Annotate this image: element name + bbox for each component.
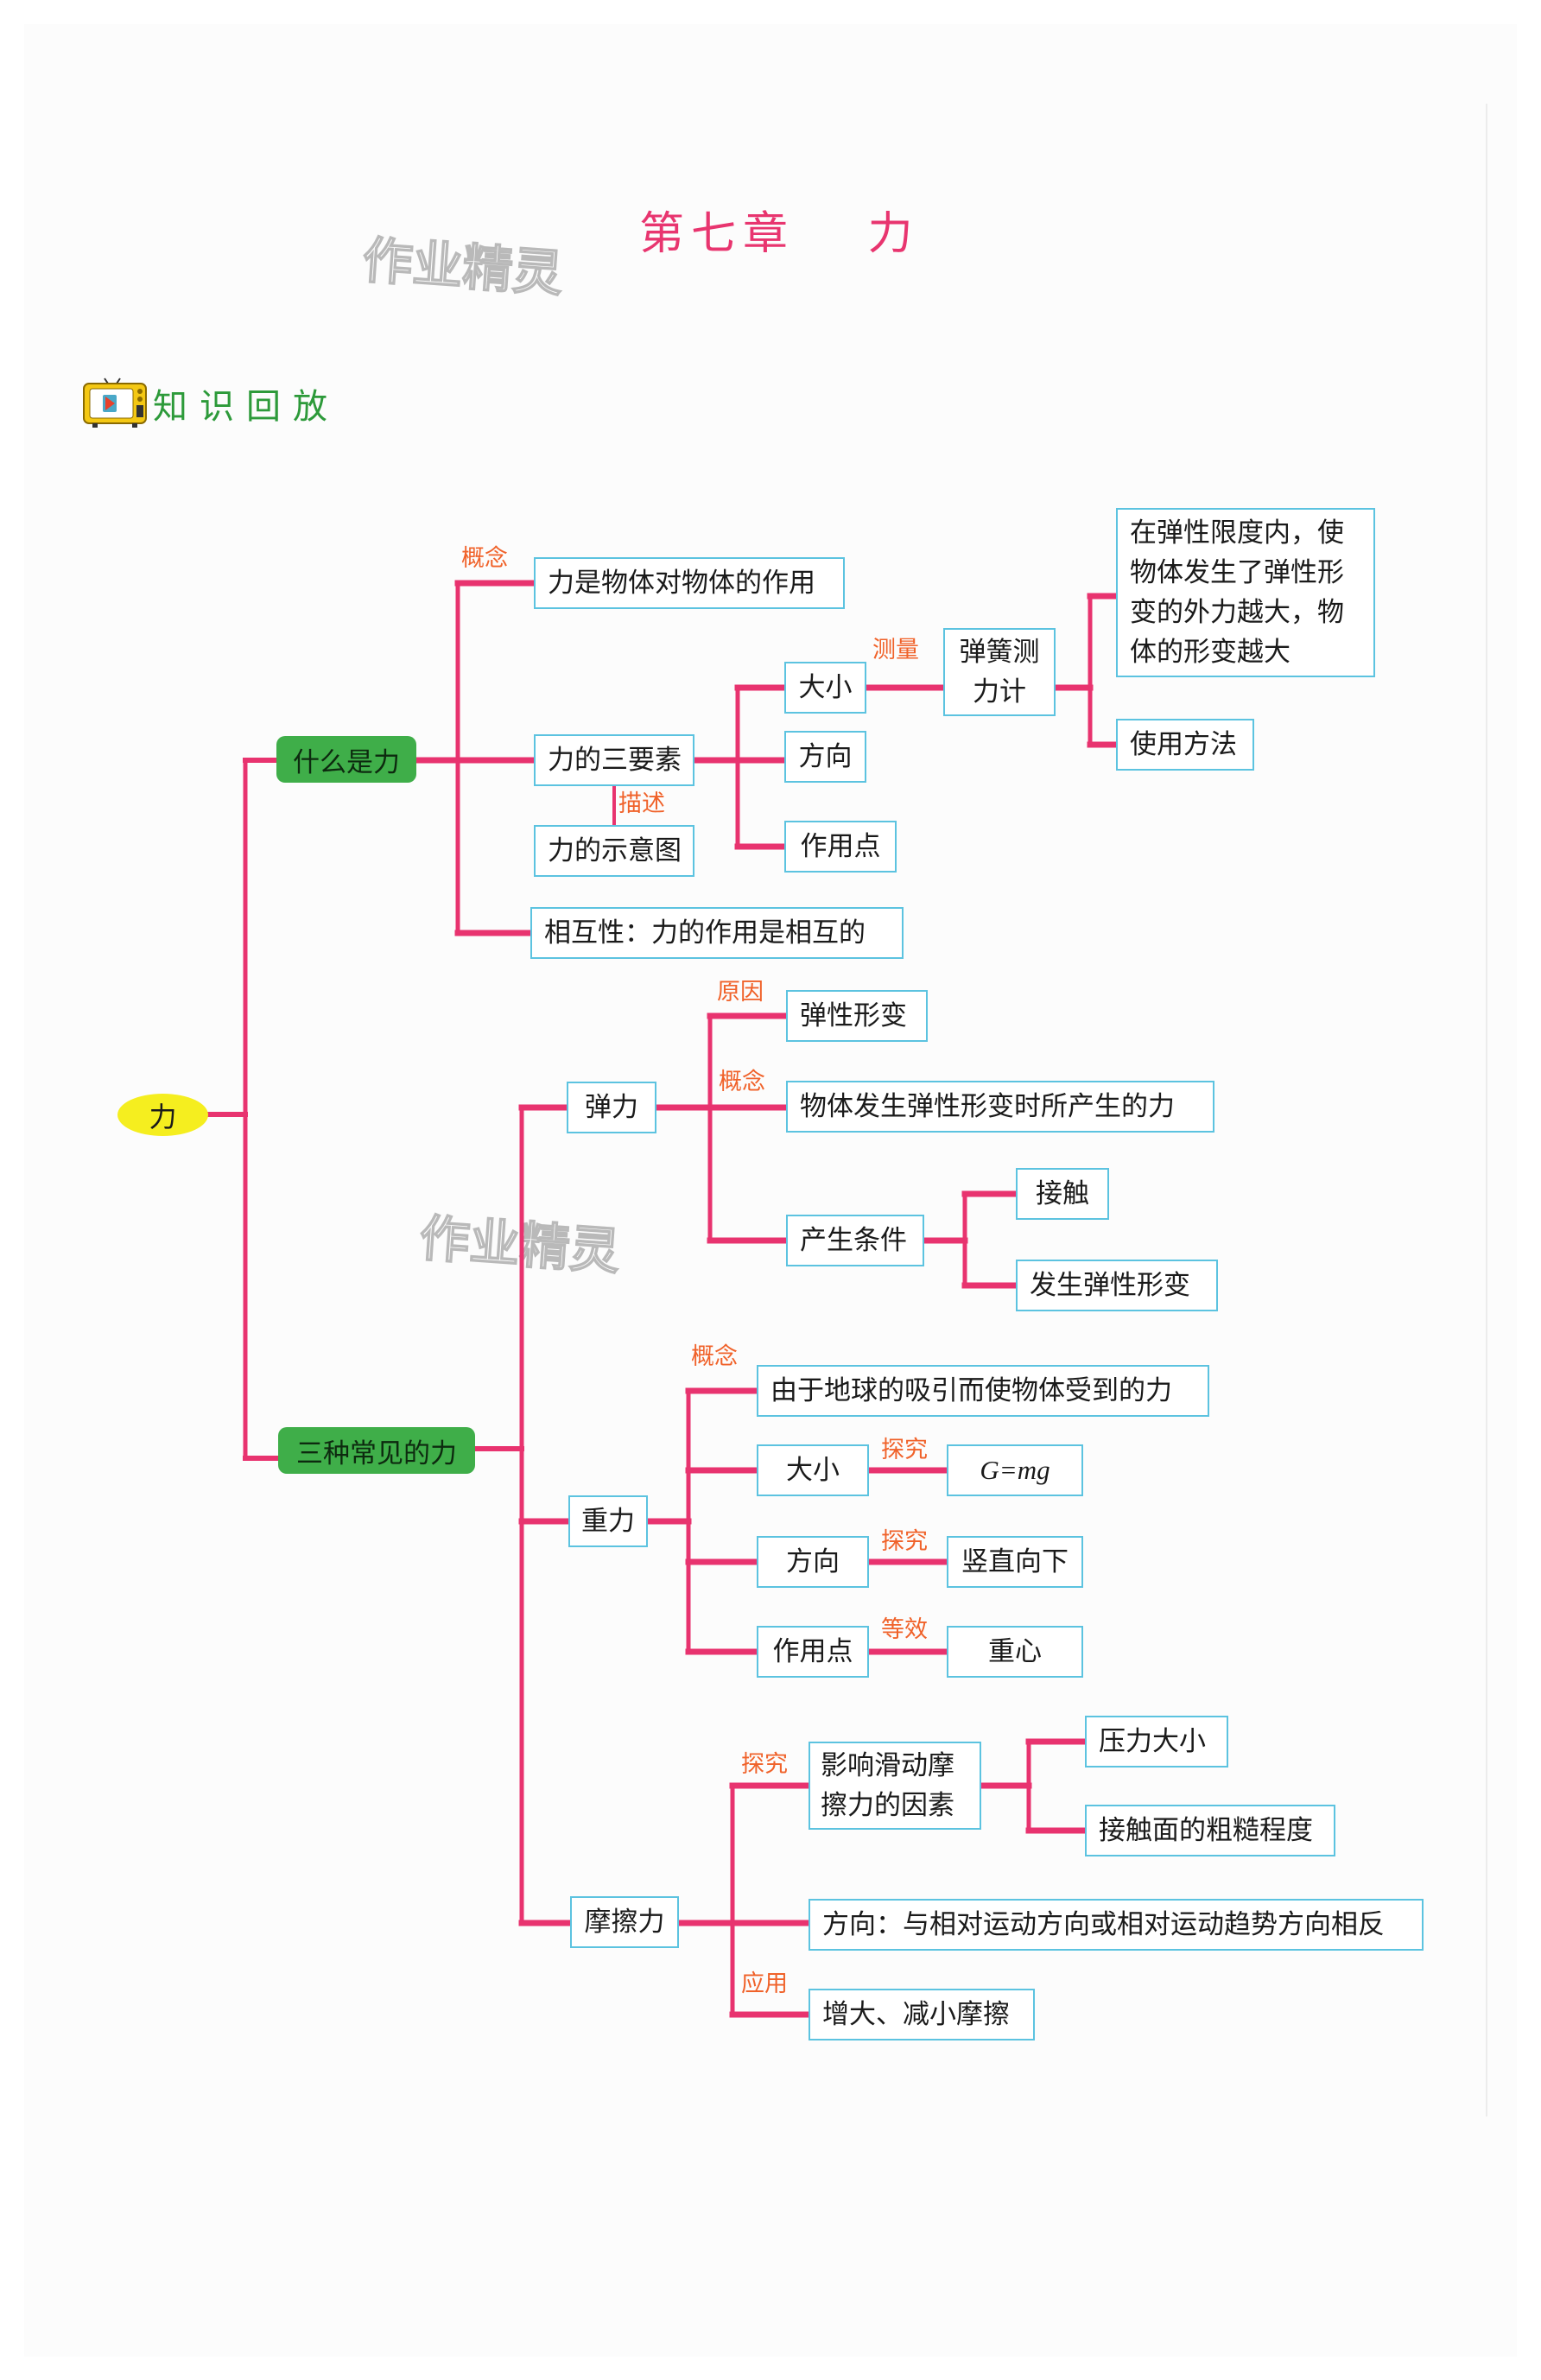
relation-label-cause: 原因 — [717, 979, 764, 1006]
node-elastic-cause: 弹性形变 — [786, 990, 928, 1042]
relation-label-describe: 描述 — [618, 790, 665, 817]
section-label: 知识回放 — [153, 387, 339, 427]
node-mutual-property: 相互性：力的作用是相互的 — [530, 907, 904, 959]
relation-label-concept: 概念 — [691, 1343, 738, 1370]
node-force-concept: 力是物体对物体的作用 — [534, 557, 845, 609]
relation-label-apply: 应用 — [741, 1971, 788, 1997]
section-header: 知识回放 — [82, 374, 339, 433]
node-gravity-magnitude: 大小 — [757, 1444, 869, 1496]
node-usage-method: 使用方法 — [1116, 719, 1254, 771]
node-center-of-gravity: 重心 — [947, 1626, 1083, 1678]
node-factor-roughness: 接触面的粗糙程度 — [1085, 1805, 1335, 1856]
node-elastic-concept: 物体发生弹性形变时所产生的力 — [786, 1081, 1214, 1133]
relation-label-explore: 探究 — [881, 1437, 928, 1463]
node-three-elements: 力的三要素 — [534, 734, 694, 786]
relation-label-concept: 概念 — [461, 545, 508, 572]
node-direction: 方向 — [784, 731, 866, 783]
page-edge-line — [1486, 104, 1487, 2117]
root-node: 力 — [117, 1094, 208, 1136]
node-gravity-concept: 由于地球的吸引而使物体受到的力 — [757, 1365, 1209, 1417]
node-elastic-force: 弹力 — [567, 1082, 656, 1133]
node-condition-deformation: 发生弹性形变 — [1016, 1260, 1218, 1311]
category-three-common-forces: 三种常见的力 — [278, 1427, 475, 1474]
tv-icon — [82, 377, 148, 430]
node-elastic-conditions: 产生条件 — [786, 1215, 924, 1266]
relation-label-explore: 探究 — [881, 1528, 928, 1555]
node-friction-direction: 方向：与相对运动方向或相对运动趋势方向相反 — [809, 1899, 1424, 1951]
node-point-of-application: 作用点 — [784, 821, 897, 873]
node-spring-principle: 在弹性限度内，使物体发生了弹性形变的外力越大，物体的形变越大 — [1116, 508, 1375, 677]
node-gravity-formula: G=mg — [947, 1444, 1083, 1496]
chapter-title: 第七章 力 — [639, 208, 920, 260]
page-panel — [24, 24, 1517, 2357]
node-gravity-point: 作用点 — [757, 1626, 869, 1678]
node-force-diagram: 力的示意图 — [534, 825, 694, 877]
relation-label-concept: 概念 — [719, 1069, 765, 1095]
category-what-is-force: 什么是力 — [276, 736, 416, 783]
node-factor-pressure: 压力大小 — [1085, 1716, 1228, 1768]
node-gravity-direction-value: 竖直向下 — [947, 1536, 1083, 1588]
node-friction: 摩擦力 — [570, 1896, 679, 1948]
node-magnitude: 大小 — [784, 662, 866, 714]
relation-label-measure: 测量 — [872, 637, 919, 663]
node-gravity: 重力 — [568, 1495, 648, 1547]
node-spring-scale: 弹簧测力计 — [943, 628, 1056, 716]
node-friction-factors: 影响滑动摩擦力的因素 — [809, 1742, 981, 1830]
relation-label-equivalent: 等效 — [881, 1616, 928, 1643]
node-friction-application: 增大、减小摩擦 — [809, 1989, 1035, 2040]
node-condition-contact: 接触 — [1016, 1168, 1109, 1220]
relation-label-explore: 探究 — [741, 1751, 788, 1778]
node-gravity-direction: 方向 — [757, 1536, 869, 1588]
